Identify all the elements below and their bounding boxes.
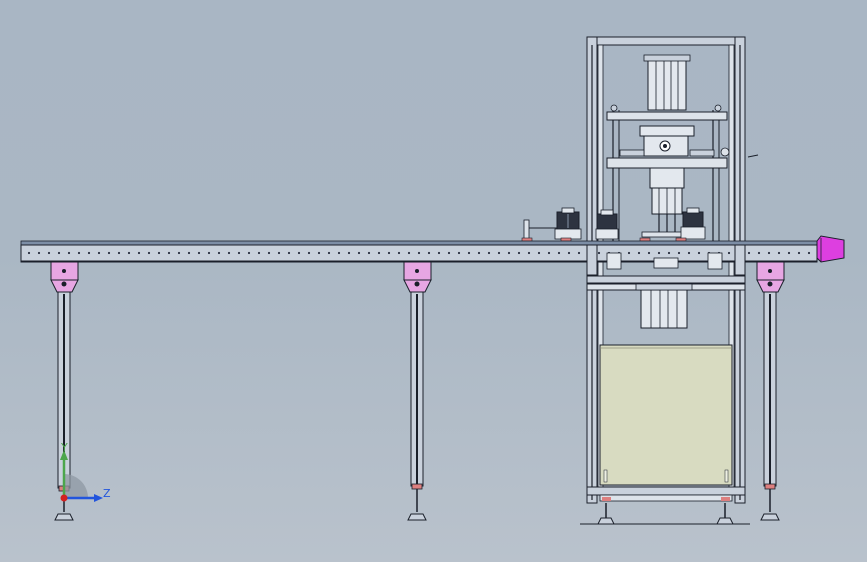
rail-hole (627, 251, 631, 255)
rail-hole (377, 251, 381, 255)
rail-hole (167, 251, 171, 255)
rail-hole (217, 251, 221, 255)
pump-cylinder-upper (643, 54, 691, 111)
conveyor-leg-middle (403, 261, 432, 521)
rail-hole (787, 251, 791, 255)
rail-hole (67, 251, 71, 255)
rail-hole (557, 251, 561, 255)
rail-hole (677, 251, 681, 255)
rail-hole (777, 251, 781, 255)
rail-hole (667, 251, 671, 255)
rail-hole (637, 251, 641, 255)
bottle-3 (680, 207, 706, 240)
rail-hole (387, 251, 391, 255)
rail-hole (107, 251, 111, 255)
rail-hole (257, 251, 261, 255)
rail-hole (747, 251, 751, 255)
rail-hole (157, 251, 161, 255)
rail-hole (57, 251, 61, 255)
rail-hole (437, 251, 441, 255)
rail-hole (657, 251, 661, 255)
rail-hole (277, 251, 281, 255)
rail-hole (577, 251, 581, 255)
bottle-1 (554, 207, 582, 240)
rail-hole (237, 251, 241, 255)
rail-hole (117, 251, 121, 255)
rail-hole (457, 251, 461, 255)
rail-hole (367, 251, 371, 255)
rail-hole (47, 251, 51, 255)
machine-frame-front (586, 244, 746, 276)
rail-hole (567, 251, 571, 255)
rail-hole (297, 251, 301, 255)
rail-hole (547, 251, 551, 255)
rail-hole (87, 251, 91, 255)
rail-hole (767, 251, 771, 255)
rail-hole (487, 251, 491, 255)
rail-hole (527, 251, 531, 255)
rail-hole (27, 251, 31, 255)
rail-hole (187, 251, 191, 255)
rail-hole (287, 251, 291, 255)
bottle-2 (595, 209, 619, 240)
conveyor-rail (20, 240, 818, 263)
rail-hole (327, 251, 331, 255)
liquid-tank (599, 344, 733, 486)
rail-hole (597, 251, 601, 255)
rail-hole (37, 251, 41, 255)
rail-hole (797, 251, 801, 255)
rail-hole (757, 251, 761, 255)
rail-hole (247, 251, 251, 255)
y-axis-label: Y (60, 441, 68, 454)
rail-hole (647, 251, 651, 255)
rail-hole (697, 251, 701, 255)
coordinate-triad: Y Z (60, 441, 111, 502)
rail-hole (417, 251, 421, 255)
rail-hole (97, 251, 101, 255)
rail-hole (307, 251, 311, 255)
rail-hole (427, 251, 431, 255)
rail-hole (517, 251, 521, 255)
rail-hole (727, 251, 731, 255)
rail-hole (177, 251, 181, 255)
rail-hole (407, 251, 411, 255)
rail-hole (447, 251, 451, 255)
rail-hole (807, 251, 811, 255)
rail-hole (337, 251, 341, 255)
rail-hole (207, 251, 211, 255)
rail-hole (347, 251, 351, 255)
rail-hole (397, 251, 401, 255)
conveyor-leg-right (756, 261, 785, 521)
rail-hole (77, 251, 81, 255)
discharge-chute (816, 235, 845, 263)
rail-hole (357, 251, 361, 255)
rail-hole (317, 251, 321, 255)
rail-hole (147, 251, 151, 255)
rail-hole (537, 251, 541, 255)
rail-hole (467, 251, 471, 255)
rail-hole (507, 251, 511, 255)
rail-hole (267, 251, 271, 255)
z-axis-label: Z (103, 487, 111, 500)
rail-hole (477, 251, 481, 255)
rail-hole (687, 251, 691, 255)
rail-hole (227, 251, 231, 255)
rail-hole (497, 251, 501, 255)
rail-hole (127, 251, 131, 255)
pump-cylinder-lower (635, 283, 693, 329)
rail-hole (197, 251, 201, 255)
origin-dot (60, 494, 68, 502)
rail-hole (137, 251, 141, 255)
